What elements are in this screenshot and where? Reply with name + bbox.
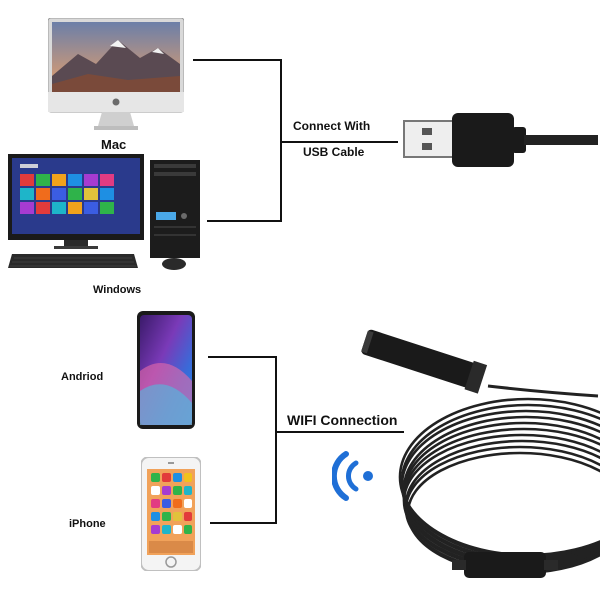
endoscope-camera-icon xyxy=(360,328,600,596)
desktop-pc-icon xyxy=(6,154,206,272)
mac-label: Mac xyxy=(101,137,127,152)
wifi-label: WIFI Connection xyxy=(287,412,398,428)
windows-label: Windows xyxy=(93,284,142,296)
android-phone-icon xyxy=(137,311,195,429)
iphone-icon xyxy=(141,457,201,571)
usb-line1-label: Connect With xyxy=(293,119,371,133)
usb-line2-label: USB Cable xyxy=(303,145,365,159)
wifi-signal-icon xyxy=(332,448,388,504)
android-label: Andriod xyxy=(61,371,104,383)
imac-icon xyxy=(48,18,184,132)
iphone-label: iPhone xyxy=(69,518,106,530)
usb-plug-icon xyxy=(402,107,598,175)
